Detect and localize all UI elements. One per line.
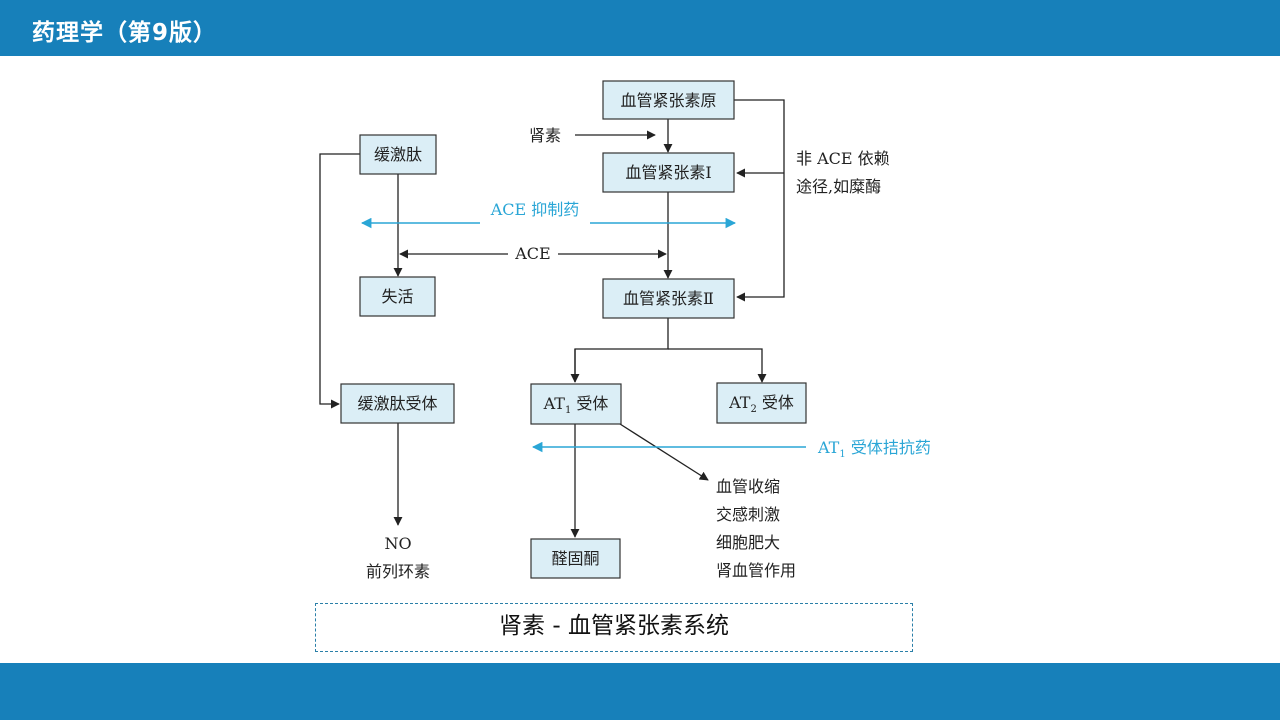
node-angiotensin-1: 血管紧张素Ⅰ xyxy=(602,152,735,193)
effect-item: 肾血管作用 xyxy=(716,561,796,580)
node-bradykinin-receptor: 缓激肽受体 xyxy=(340,383,455,424)
svg-text:AT2 受体: AT2 受体 xyxy=(728,393,794,415)
node-at1-receptor: AT1 受体 xyxy=(530,383,622,425)
svg-text:血管紧张素原: 血管紧张素原 xyxy=(620,91,716,110)
header-bar: 药理学（第9版） xyxy=(0,0,1280,56)
label-ace: ACE xyxy=(514,244,550,263)
label-at1-antagonist: AT1 受体拮抗药 xyxy=(817,438,931,460)
node-angiotensin-2: 血管紧张素Ⅱ xyxy=(602,278,735,319)
effect-item: 交感刺激 xyxy=(716,505,780,524)
node-at2-receptor: AT2 受体 xyxy=(716,382,807,424)
inhibitor-arrows xyxy=(360,217,806,453)
label-renin: 肾素 xyxy=(529,126,561,145)
figure-caption: 肾素 - 血管紧张素系统 xyxy=(315,603,913,652)
label-non-ace-1: 非 ACE 依赖 xyxy=(796,149,890,168)
node-bradykinin: 缓激肽 xyxy=(359,134,437,175)
effect-item: 细胞肥大 xyxy=(716,533,780,552)
svg-text:血管紧张素Ⅱ: 血管紧张素Ⅱ xyxy=(623,289,714,308)
label-no: NO xyxy=(384,534,411,553)
node-aldosterone: 醛固酮 xyxy=(530,538,621,579)
footer-bar xyxy=(0,663,1280,720)
page-title: 药理学（第9版） xyxy=(32,20,218,46)
svg-text:缓激肽受体: 缓激肽受体 xyxy=(357,394,437,413)
node-angiotensinogen: 血管紧张素原 xyxy=(602,80,735,120)
svg-text:AT1 受体: AT1 受体 xyxy=(543,394,609,416)
label-non-ace-2: 途径,如糜酶 xyxy=(796,177,881,196)
svg-text:失活: 失活 xyxy=(381,287,413,306)
label-ace-inhibitor: ACE 抑制药 xyxy=(490,200,580,219)
connectors xyxy=(319,99,785,538)
svg-text:缓激肽: 缓激肽 xyxy=(374,145,422,164)
svg-text:醛固酮: 醛固酮 xyxy=(551,549,599,568)
svg-text:血管紧张素Ⅰ: 血管紧张素Ⅰ xyxy=(625,163,711,182)
label-prostacyclin: 前列环素 xyxy=(366,562,430,581)
node-inactive: 失活 xyxy=(359,276,436,317)
effect-item: 血管收缩 xyxy=(716,477,780,496)
